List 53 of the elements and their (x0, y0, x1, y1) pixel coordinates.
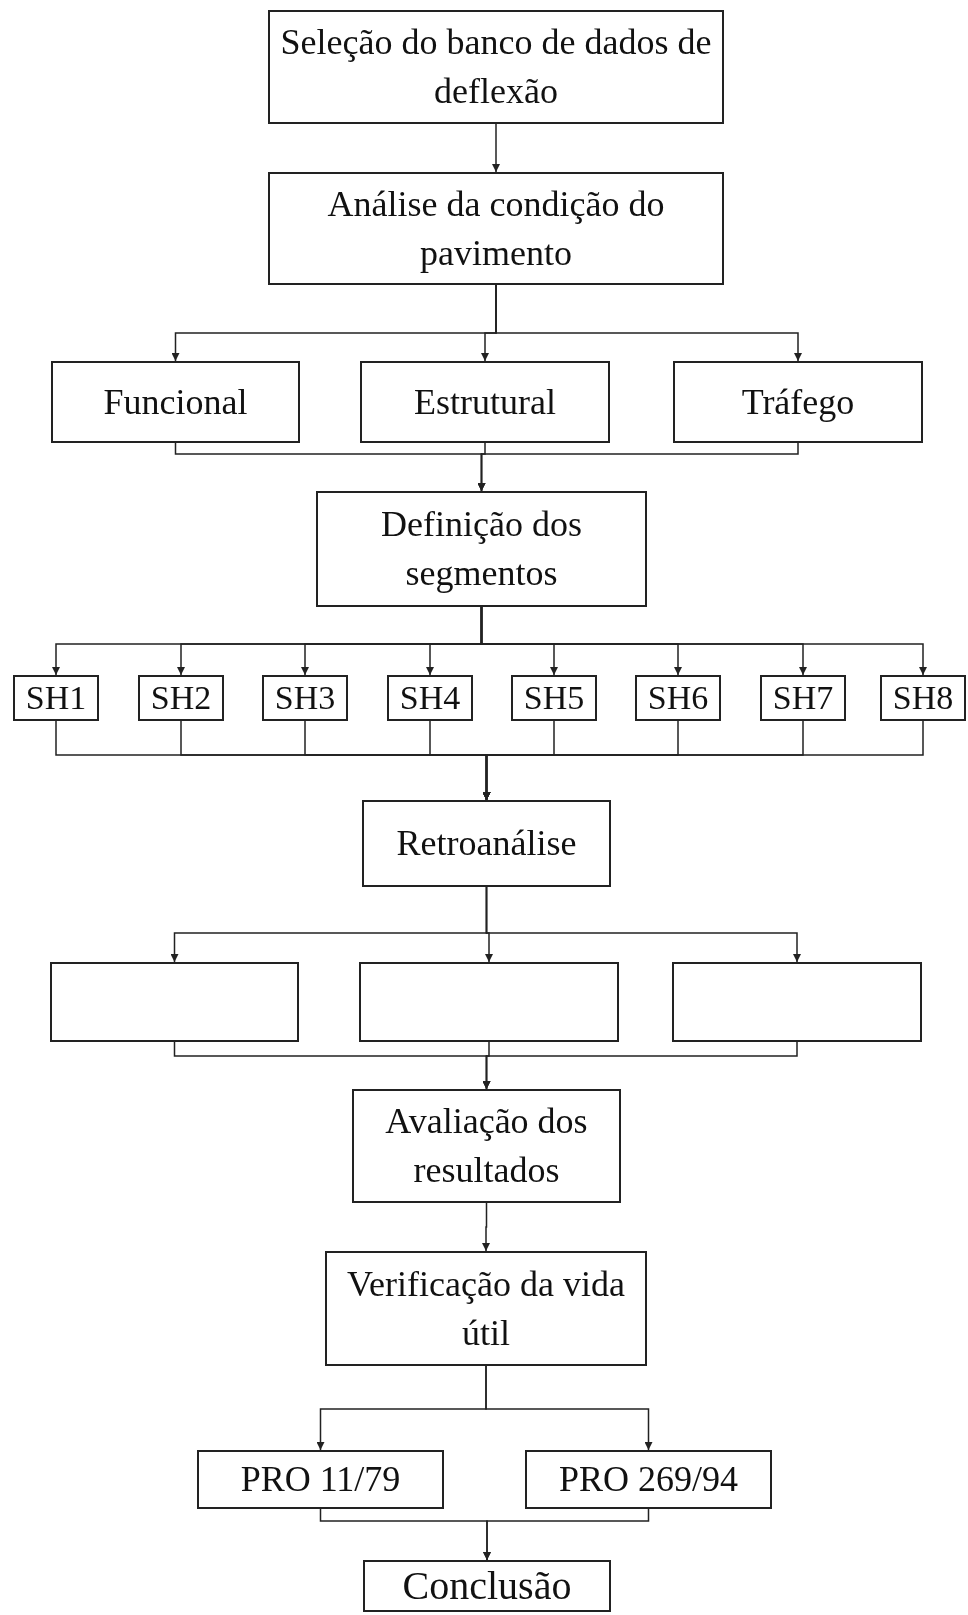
process-box (387, 675, 473, 721)
box-text: SH6 (647, 678, 709, 719)
arrow (477, 442, 799, 492)
box-text: SH4 (399, 678, 461, 719)
arrow (495, 284, 802, 362)
box-text: Definição dos segmentos (380, 503, 583, 595)
box-text: Avaliação dos resultados (384, 1100, 589, 1192)
box-text: Retroanálise (396, 822, 577, 866)
box-text: Funcional (103, 380, 248, 424)
process-box (673, 361, 923, 443)
arrow (485, 886, 801, 963)
box-text: PRO 269/94 (558, 1458, 738, 1502)
box-text: Conclusão (402, 1562, 572, 1610)
arrow (483, 1508, 650, 1561)
process-box (672, 962, 922, 1042)
box-text: SH5 (523, 678, 585, 719)
arrow (482, 1041, 798, 1090)
box-text: Tráfego (741, 380, 855, 424)
process-box (635, 675, 721, 721)
process-box (880, 675, 966, 721)
arrow (485, 1365, 653, 1451)
box-text: PRO 11/79 (240, 1458, 401, 1502)
process-box (760, 675, 846, 721)
process-box (268, 172, 724, 285)
process-box (363, 1560, 611, 1612)
process-box (362, 800, 611, 887)
process-box (359, 962, 619, 1042)
process-box (51, 361, 300, 443)
process-box (197, 1450, 444, 1509)
process-box (138, 675, 224, 721)
arrow (480, 606, 927, 676)
box-text: Análise da condição do pavimento (326, 182, 666, 275)
process-box (525, 1450, 772, 1509)
arrow (492, 123, 500, 173)
process-box (325, 1251, 647, 1366)
box-text: Estrutural (414, 380, 556, 424)
process-box (13, 675, 99, 721)
box-text: SH8 (892, 678, 954, 719)
process-box (511, 675, 597, 721)
process-box (316, 491, 647, 607)
box-text: SH1 (25, 678, 87, 719)
box-text: Verificação da vida útil (346, 1262, 626, 1355)
process-box (268, 10, 724, 124)
box-text: Seleção do banco de dados de deflexão (279, 21, 713, 113)
process-box (262, 675, 348, 721)
box-text: SH7 (772, 678, 834, 719)
arrow (482, 1202, 490, 1252)
box-text: SH3 (274, 678, 336, 719)
process-box (50, 962, 299, 1042)
process-box (352, 1089, 621, 1203)
arrow (482, 720, 924, 801)
box-text: SH2 (150, 678, 212, 719)
process-box (360, 361, 610, 443)
